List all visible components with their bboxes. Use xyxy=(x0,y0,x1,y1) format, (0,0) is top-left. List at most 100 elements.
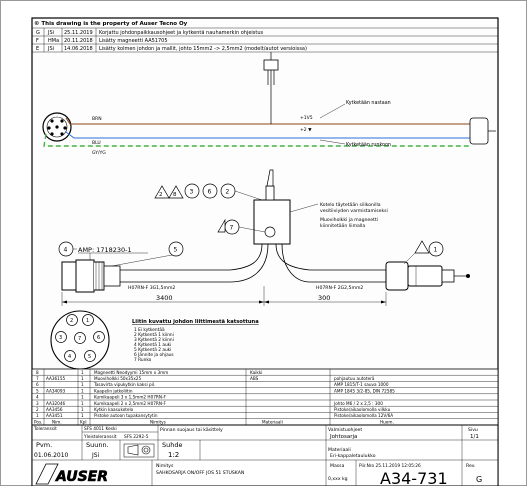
balloon-label: 6 xyxy=(208,189,212,196)
parts-cell-pos: 3 xyxy=(36,401,39,406)
revision-text: Lisätty magneetti AA51705 xyxy=(99,38,168,44)
parts-header-cell: Nim. xyxy=(52,419,62,424)
balloon-triangle xyxy=(414,240,430,254)
parts-cell-qty: 1 xyxy=(81,370,84,375)
pinout-legend-item: 1 Ei kytkentää xyxy=(134,327,165,333)
parts-cell-code: AA3456 xyxy=(46,407,63,412)
blue-wire xyxy=(65,131,470,139)
parts-cell-qty: 1 xyxy=(81,401,84,406)
pinout-legend-item: 7 Runko xyxy=(134,357,152,363)
balloon-label: 4 xyxy=(64,247,68,254)
scale-value: 1:2 xyxy=(168,451,179,459)
balloon-circle xyxy=(428,241,444,257)
cable-left-label: H07RN-F 3G1,5mm2 xyxy=(128,285,175,291)
label-minus: +2 ▼ xyxy=(300,127,312,133)
pinout-legend-item: 3 Kytkentä 2 kiinni xyxy=(134,337,174,343)
approved-label: Valmistuohjeet xyxy=(328,427,362,433)
switch-note-line: vesitiiviyden varmistamiseksi xyxy=(320,208,388,214)
svg-text:7: 7 xyxy=(78,336,81,342)
sheet-label: Sivu xyxy=(468,427,478,433)
pinout-legend-item: 4 Kytkentä 1 auki xyxy=(134,342,171,348)
parts-cell-name: Muoviholkki 50x35x25 xyxy=(94,376,141,381)
balloon-label: 8 xyxy=(173,192,177,198)
date-value: 01.06.2010 xyxy=(34,452,69,459)
revision-text: Lisätty kolmen johdon ja mallit, johto 1… xyxy=(99,46,307,52)
rev-label: Rev. xyxy=(466,463,476,469)
brown-wire xyxy=(65,117,470,125)
svg-text:5: 5 xyxy=(88,354,91,360)
parts-cell-name: Pistoke autoon tupakansytytin xyxy=(94,413,158,418)
dimension-left: 3400 xyxy=(156,294,173,302)
label-plus: +1V5 xyxy=(300,115,313,121)
revision-row: E JSi 14.06.2018 Lisätty kolmen johdon j… xyxy=(36,46,307,52)
revision-letter: G xyxy=(36,30,40,36)
switch-note-line: Kotelo täytetään silikonilla xyxy=(320,202,381,208)
drawn-label: Suunn. xyxy=(86,441,109,449)
date-label: Pvm. xyxy=(36,441,52,449)
cable-right-bottom xyxy=(281,243,386,283)
scale-label: Suhde xyxy=(162,441,183,449)
parts-cell-qty: 1 xyxy=(81,388,84,393)
balloon-label: 3 xyxy=(190,189,194,196)
revision-letter: F xyxy=(36,38,39,44)
parts-cell-pos: 6 xyxy=(36,382,39,387)
parts-cell-note: Pistoke/aikaolomolla 12V/6A xyxy=(334,413,393,418)
parts-cell-pos: 4 xyxy=(36,395,39,400)
weight-label: Massa xyxy=(330,463,345,469)
general-tolerance-label: Yleistoleranssit xyxy=(83,434,117,440)
description-label: Nimitys xyxy=(156,463,174,469)
parts-cell-pos: 1 xyxy=(36,413,39,418)
balloon-triangle xyxy=(168,185,184,199)
car-plug xyxy=(385,261,409,291)
drawn-value: JSi xyxy=(91,452,100,459)
revision-row: F HMa 20.11.2018 Lisätty magneetti AA517… xyxy=(36,38,168,44)
revision-author: JSi xyxy=(47,46,54,52)
parts-cell-pos: 7 xyxy=(36,376,39,381)
surface-label: Pinnan suojaus tai käsittely xyxy=(160,427,223,433)
balloon-circle xyxy=(184,183,200,199)
revision-date: 14.06.2018 xyxy=(64,46,93,52)
wire-label-blue: BLU xyxy=(92,140,101,146)
parts-cell-pos: 8 xyxy=(36,370,39,375)
title-block: Toleranssit SFS 4011 Keski Yleistolerans… xyxy=(31,424,499,486)
switch-symbol xyxy=(263,59,279,71)
cable-left-top xyxy=(120,243,263,271)
parts-cell-code: AA32046 xyxy=(46,401,66,406)
parts-cell-code: AA36155 xyxy=(46,376,66,381)
company-logo: AUSER xyxy=(35,463,108,485)
amp-part-label: AMP: 1718230-1 xyxy=(78,246,132,254)
rev-value: G xyxy=(476,475,482,484)
assembly-view: 2 8 3 6 2 7 Kotelo täytetään silikonilla… xyxy=(58,169,470,306)
general-tolerance-value: SFS 2292-5 xyxy=(124,434,149,440)
parts-cell-pos: 2 xyxy=(36,407,39,412)
parts-cell-name: Kumikaapeli 3 x 1,5mm2 H07RN-F xyxy=(94,395,166,400)
sheet-value: 1/1 xyxy=(470,434,479,440)
balloon-triangle xyxy=(154,185,170,199)
switch-housing xyxy=(253,199,291,245)
balloon-circle xyxy=(202,183,218,199)
parts-cell-name: Kytkin kaasukotelo xyxy=(94,407,134,412)
parts-cell-note: Pistoke/aikaolomolla vilkku xyxy=(334,407,391,412)
cable-right-label: H07RN-F 2G2,5mm2 xyxy=(316,285,363,291)
material-value: Eri-kappaletaulukko xyxy=(330,453,376,459)
parts-cell-note: AMP 1845 3/2-85, DIN 72585 xyxy=(334,388,395,393)
revision-author: JSi xyxy=(47,30,54,36)
weight-value: 0,xxx kg xyxy=(328,476,348,482)
parts-cell-code: AA34093 xyxy=(46,388,66,393)
parts-cell-qty: 1 xyxy=(81,382,84,387)
drawing-number: A34-731 xyxy=(380,469,448,486)
parts-header-cell: Pos. xyxy=(34,419,42,424)
drawing-file-label: Piir.Nro 25.11.2019 12:05:26 xyxy=(359,463,421,469)
svg-text:1: 1 xyxy=(86,318,89,324)
wiring-schematic: BRN BLU GY/YG +1V5 +2 ▼ Kytketään nastaa… xyxy=(42,52,496,156)
revision-date: 25.11.2019 xyxy=(64,30,93,36)
approved-value: Johtosarja xyxy=(329,434,357,440)
